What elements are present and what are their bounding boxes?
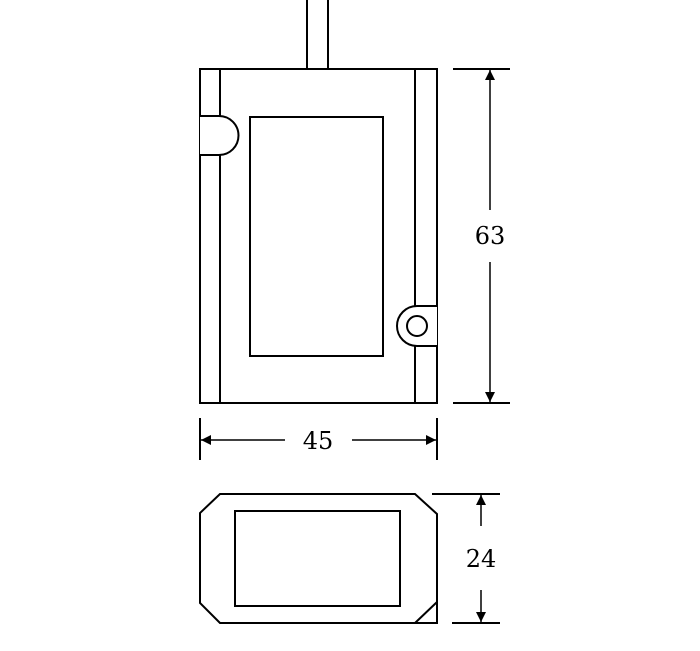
end-view-outline <box>199 493 438 624</box>
left-mounting-tab <box>200 115 240 156</box>
housing-outline <box>199 68 438 404</box>
mounting-hole <box>406 315 428 337</box>
depth-label: 24 <box>466 545 497 573</box>
front-view <box>199 0 438 404</box>
width-label: 45 <box>303 427 334 455</box>
width-dimension <box>199 418 438 460</box>
height-label: 63 <box>475 222 506 250</box>
right-mounting-tab <box>396 305 437 347</box>
end-view-window <box>234 510 401 607</box>
depth-dimension <box>432 493 500 624</box>
end-view <box>199 493 438 624</box>
chamfer-line <box>414 601 438 624</box>
height-dimension <box>453 68 510 404</box>
cable <box>306 0 329 70</box>
window <box>249 116 384 357</box>
